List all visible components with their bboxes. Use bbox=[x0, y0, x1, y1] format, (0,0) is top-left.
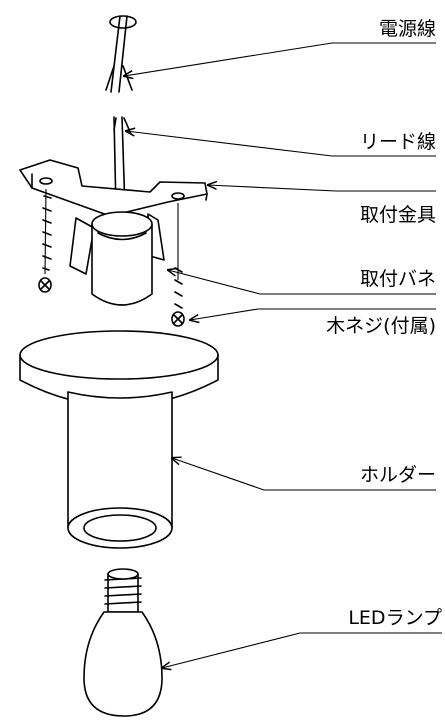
power-wire-drawing bbox=[105, 15, 137, 93]
leader-lines bbox=[124, 42, 442, 668]
label-power-wire: 電源線 bbox=[379, 18, 436, 40]
led-lamp-drawing bbox=[83, 568, 163, 717]
label-lead-wire: リード線 bbox=[360, 131, 436, 153]
wood-screw-right bbox=[171, 203, 185, 327]
mounting-bracket-drawing bbox=[19, 159, 208, 306]
label-mounting-bracket: 取付金具 bbox=[360, 204, 436, 226]
label-mounting-spring: 取付バネ bbox=[360, 268, 436, 290]
label-holder: ホルダー bbox=[360, 464, 436, 486]
wood-screw-left bbox=[38, 188, 52, 293]
label-wood-screw: 木ネジ(付属) bbox=[326, 315, 436, 337]
holder-drawing bbox=[19, 330, 219, 549]
label-led-lamp: LEDランプ bbox=[348, 607, 442, 629]
